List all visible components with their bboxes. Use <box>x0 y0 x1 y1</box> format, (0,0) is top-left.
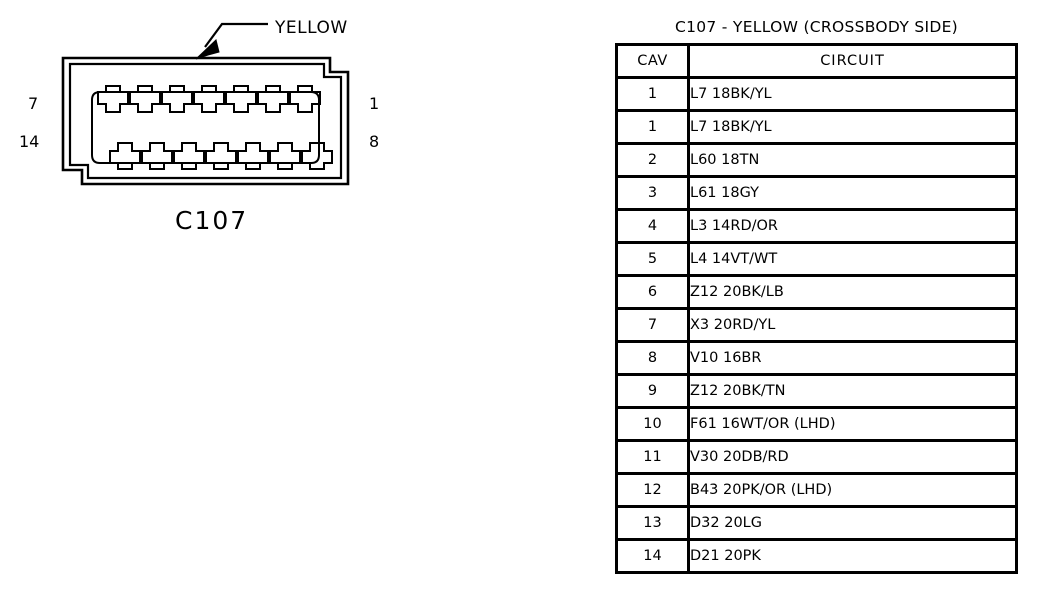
cell-cav: 7 <box>615 307 690 343</box>
cell-circuit: F61 16WT/OR (LHD) <box>687 406 1018 442</box>
pin-number-bottom-left: 14 <box>19 132 40 151</box>
column-header-cav: CAV <box>615 43 690 79</box>
cell-cav: 12 <box>615 472 690 508</box>
pin-number-bottom-right: 8 <box>369 132 380 151</box>
cell-cav: 8 <box>615 340 690 376</box>
cell-circuit: L3 14RD/OR <box>687 208 1018 244</box>
cell-cav: 10 <box>615 406 690 442</box>
circuit-table-title: C107 - YELLOW (CROSSBODY SIDE) <box>674 18 959 36</box>
circuit-table-panel: C107 - YELLOW (CROSSBODY SIDE) CAV CIRCU… <box>615 18 1025 574</box>
cell-cav: 14 <box>615 538 690 574</box>
cell-circuit: L61 18GY <box>687 175 1018 211</box>
cavity-row-top <box>97 85 321 113</box>
yellow-callout-label: YELLOW <box>275 18 348 38</box>
connector-drawing <box>61 22 350 186</box>
cell-cav: 6 <box>615 274 690 310</box>
cell-cav: 13 <box>615 505 690 541</box>
yellow-callout-leader <box>195 22 268 60</box>
cell-circuit: V10 16BR <box>687 340 1018 376</box>
pin-number-top-left: 7 <box>28 94 39 113</box>
cell-cav: 5 <box>615 241 690 277</box>
cell-cav: 4 <box>615 208 690 244</box>
cell-circuit: L7 18BK/YL <box>687 76 1018 112</box>
pin-number-top-right: 1 <box>369 94 380 113</box>
cell-cav: 1 <box>615 76 690 112</box>
column-header-circuit: CIRCUIT <box>687 43 1018 79</box>
cell-cav: 3 <box>615 175 690 211</box>
cell-circuit: D21 20PK <box>687 538 1018 574</box>
cell-cav: 11 <box>615 439 690 475</box>
table-header-row: CAV CIRCUIT <box>615 43 1018 79</box>
cell-circuit: V30 20DB/RD <box>687 439 1018 475</box>
cell-circuit: L7 18BK/YL <box>687 109 1018 145</box>
cell-cav: 2 <box>615 142 690 178</box>
cavity-grid <box>91 85 333 170</box>
cavity-row-bottom <box>109 142 333 170</box>
cell-circuit: Z12 20BK/LB <box>687 274 1018 310</box>
cell-cav: 1 <box>615 109 690 145</box>
cell-cav: 9 <box>615 373 690 409</box>
connector-diagram-panel: YELLOW 7 14 1 8 C107 <box>0 0 420 604</box>
connector-outer-shell <box>61 56 350 186</box>
cell-circuit: L4 14VT/WT <box>687 241 1018 277</box>
cell-circuit: Z12 20BK/TN <box>687 373 1018 409</box>
connector-caption: C107 <box>175 206 249 235</box>
cell-circuit: L60 18TN <box>687 142 1018 178</box>
cell-circuit: B43 20PK/OR (LHD) <box>687 472 1018 508</box>
connector-inner-shell <box>68 62 343 180</box>
cell-circuit: X3 20RD/YL <box>687 307 1018 343</box>
cell-circuit: D32 20LG <box>687 505 1018 541</box>
